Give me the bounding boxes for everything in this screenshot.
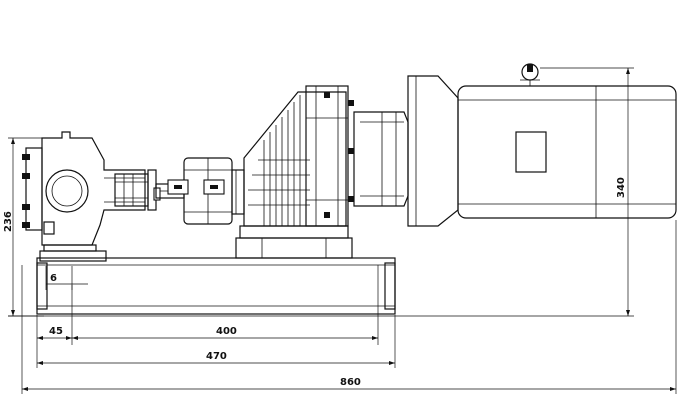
dim-236-label: 236 bbox=[3, 211, 14, 232]
dimension-labels: 45 400 470 860 6 236 340 bbox=[3, 177, 627, 388]
motor-adapter bbox=[353, 111, 409, 207]
electric-motor bbox=[407, 63, 677, 227]
gear-reducer bbox=[235, 85, 354, 259]
dimension-lines bbox=[8, 67, 677, 394]
dim-400-label: 400 bbox=[216, 326, 237, 337]
dim-340-label: 340 bbox=[616, 177, 627, 198]
dim-6-label: 6 bbox=[50, 273, 57, 284]
dim-860-label: 860 bbox=[340, 377, 361, 388]
pump-body bbox=[22, 131, 146, 262]
dim-45-label: 45 bbox=[49, 326, 63, 337]
dim-470-label: 470 bbox=[206, 351, 227, 362]
coupling bbox=[167, 157, 245, 225]
base-frame bbox=[36, 257, 396, 315]
